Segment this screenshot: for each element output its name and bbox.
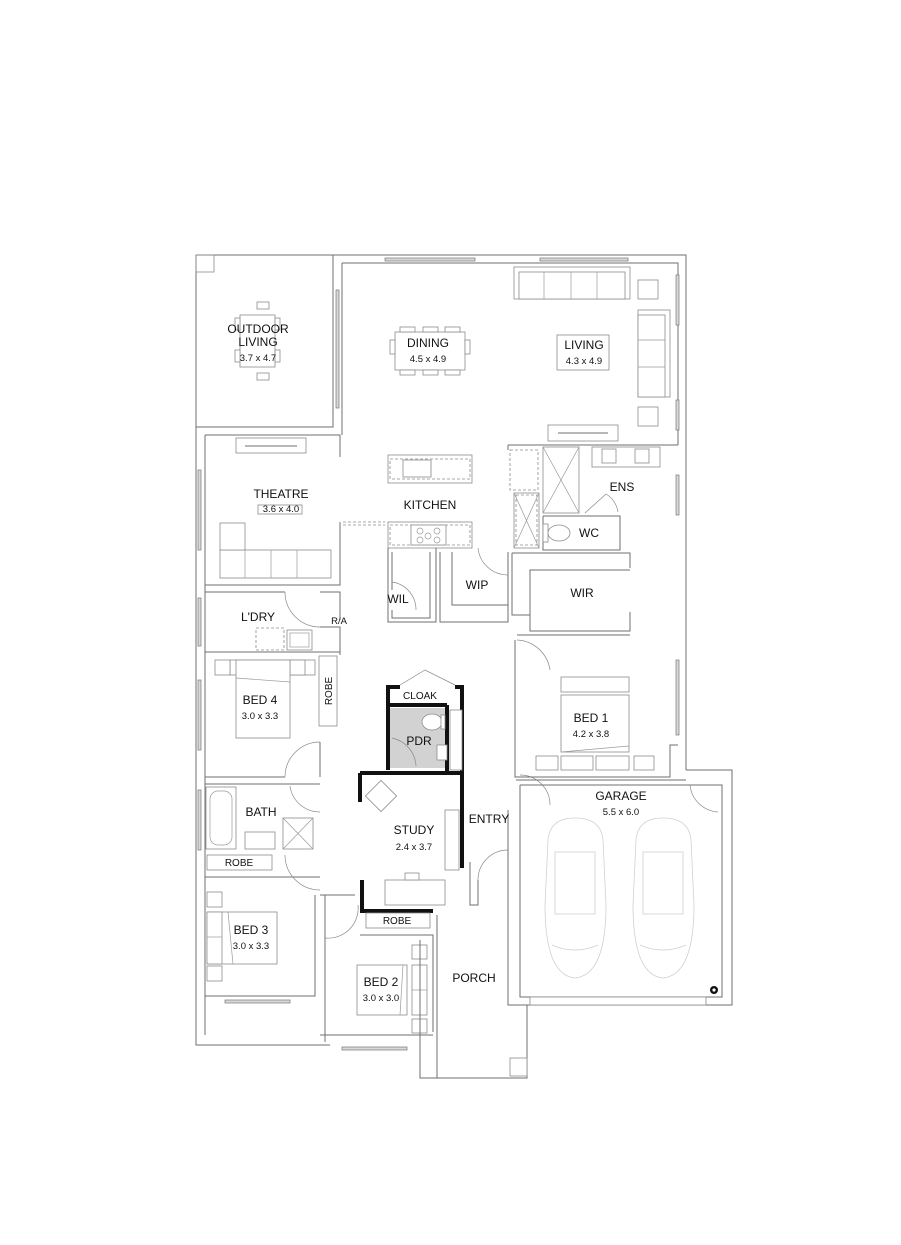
garage bbox=[510, 769, 733, 1006]
label-bed4-robe: ROBE bbox=[324, 677, 335, 706]
label-wc: WC bbox=[579, 526, 599, 540]
dim-dining: 4.5 x 4.9 bbox=[410, 354, 446, 365]
bed3 bbox=[205, 891, 326, 1042]
bathroom bbox=[205, 785, 321, 891]
living-furniture bbox=[513, 266, 671, 442]
dim-bed2: 3.0 x 3.0 bbox=[363, 993, 399, 1004]
dim-study: 2.4 x 3.7 bbox=[396, 842, 432, 853]
dim-theatre: 3.6 x 4.0 bbox=[263, 504, 299, 515]
label-porch: PORCH bbox=[452, 971, 495, 985]
dim-bed1: 4.2 x 3.8 bbox=[573, 729, 609, 740]
bed1 bbox=[514, 639, 678, 778]
label-outdoor-living-2: LIVING bbox=[238, 335, 277, 349]
label-outdoor-living-1: OUTDOOR bbox=[227, 322, 289, 336]
dim-garage: 5.5 x 6.0 bbox=[603, 807, 639, 818]
label-entry: ENTRY bbox=[469, 812, 509, 826]
car-left-icon bbox=[544, 817, 607, 979]
room-labels: OUTDOOR LIVING 3.7 x 4.7 DINING 4.5 x 4.… bbox=[225, 322, 647, 1004]
dining-table bbox=[389, 326, 471, 376]
outdoor-dining-table bbox=[234, 301, 281, 381]
study bbox=[360, 779, 460, 929]
label-kitchen: KITCHEN bbox=[404, 498, 457, 512]
label-bed2-robe: ROBE bbox=[383, 916, 412, 927]
bed4 bbox=[205, 655, 338, 785]
theatre-room bbox=[205, 434, 385, 586]
windows bbox=[197, 257, 680, 1051]
walk-in-robe bbox=[511, 552, 631, 636]
label-living: LIVING bbox=[564, 338, 603, 352]
label-bed3: BED 3 bbox=[234, 923, 269, 937]
porch bbox=[419, 915, 528, 1079]
label-wil: WIL bbox=[387, 592, 409, 606]
cloak-pdr bbox=[358, 669, 464, 868]
label-bed2: BED 2 bbox=[364, 975, 399, 989]
label-ra: R/A bbox=[331, 616, 348, 627]
label-laundry: L'DRY bbox=[241, 610, 275, 624]
kitchen bbox=[387, 454, 509, 623]
dim-bed3: 3.0 x 3.3 bbox=[233, 941, 269, 952]
car-right-icon bbox=[632, 817, 695, 979]
label-cloak: CLOAK bbox=[403, 691, 437, 702]
label-bath-robe: ROBE bbox=[225, 858, 254, 869]
label-wip: WIP bbox=[466, 578, 489, 592]
label-ens: ENS bbox=[610, 480, 635, 494]
laundry bbox=[205, 591, 341, 655]
label-pdr: PDR bbox=[406, 734, 432, 748]
dim-bed4: 3.0 x 3.3 bbox=[242, 711, 278, 722]
label-study: STUDY bbox=[394, 823, 435, 837]
outer-walls bbox=[195, 254, 687, 1046]
label-garage: GARAGE bbox=[595, 789, 646, 803]
label-theatre: THEATRE bbox=[253, 487, 308, 501]
label-wir: WIR bbox=[570, 586, 594, 600]
ensuite bbox=[509, 446, 661, 551]
label-bed1: BED 1 bbox=[574, 711, 609, 725]
label-dining: DINING bbox=[407, 336, 449, 350]
dim-outdoor-living: 3.7 x 4.7 bbox=[240, 353, 276, 364]
label-bed4: BED 4 bbox=[243, 693, 278, 707]
dim-living: 4.3 x 4.9 bbox=[566, 356, 602, 367]
label-bath: BATH bbox=[245, 805, 276, 819]
